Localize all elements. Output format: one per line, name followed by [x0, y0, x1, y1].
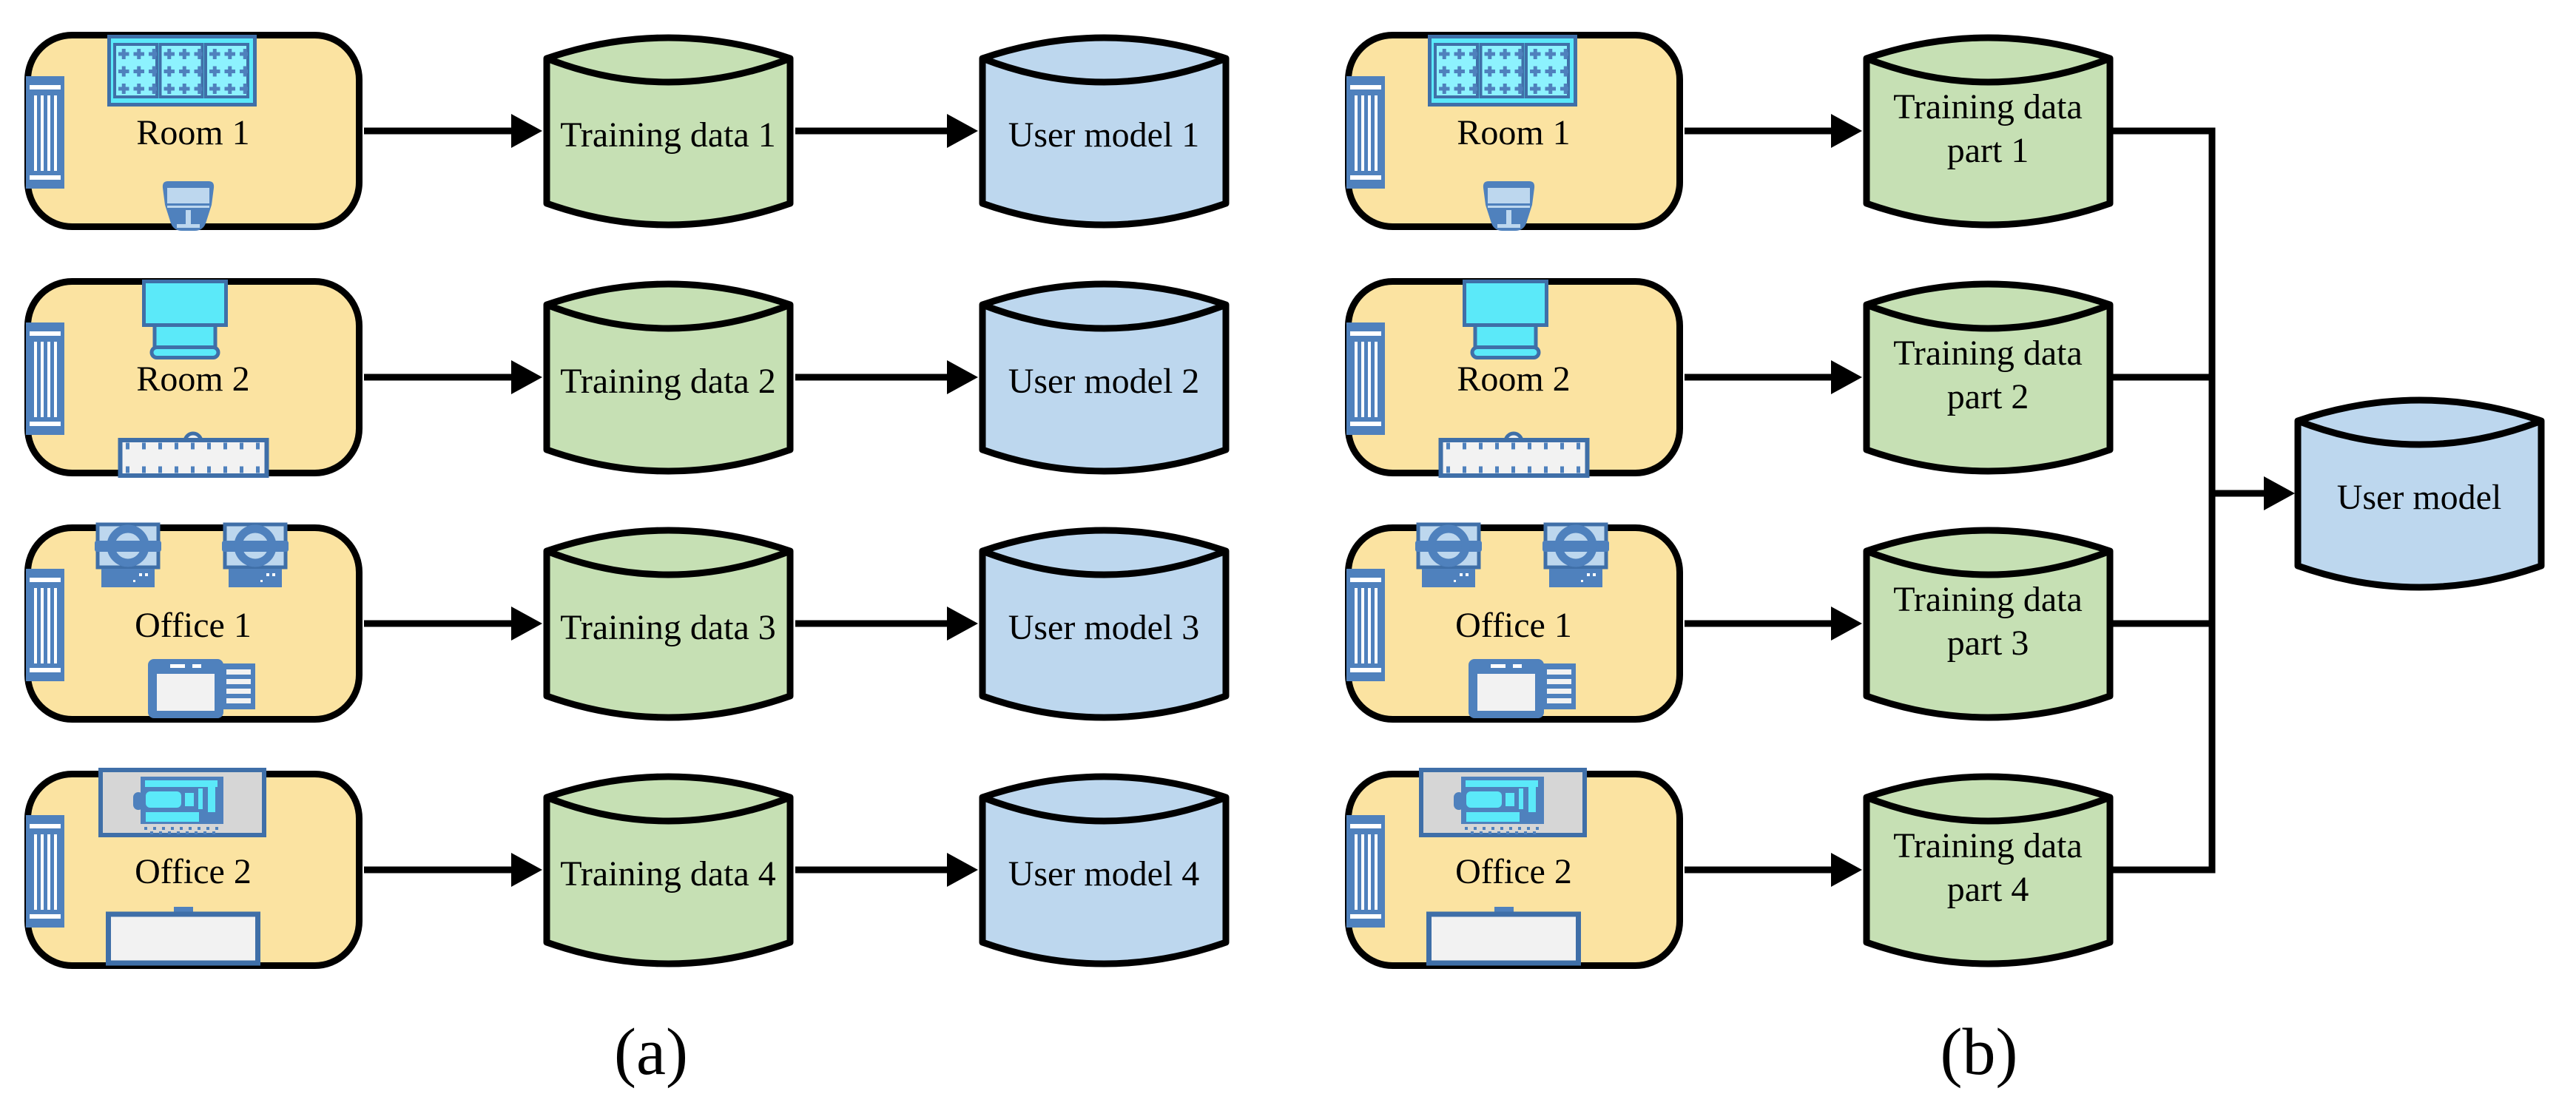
panel-a-row-4: Office 2 Training data 4 User model 4	[26, 770, 1226, 966]
user-model-node: User model 2	[982, 284, 1226, 471]
caption-a: (a)	[614, 1016, 688, 1089]
training-data-label-line1: Training data	[1893, 334, 2083, 373]
arrow-head-icon	[1831, 360, 1862, 394]
room-node: Office 1	[1346, 524, 1680, 720]
panel-a-row-2: Room 2 Training data 2 User model 2	[26, 282, 1226, 476]
room-label: Office 2	[1455, 852, 1572, 891]
training-data-node: Training data 1	[547, 38, 790, 225]
arrow-head-icon	[1831, 114, 1862, 148]
room-node: Office 1	[26, 524, 360, 720]
user-model-node: User model 3	[982, 530, 1226, 717]
room-label: Office 1	[1455, 606, 1572, 645]
training-data-label: Training data 2	[560, 362, 776, 401]
training-data-label-line2: part 1	[1947, 131, 2029, 170]
training-data-node: Training data part 2	[1867, 284, 2110, 471]
panel-b-row-1: Room 1 Training data part 1	[1346, 36, 2216, 232]
training-data-label-line1: Training data	[1893, 87, 2083, 126]
room-label: Room 2	[136, 359, 249, 399]
training-data-label-line2: part 4	[1947, 870, 2029, 909]
user-model-label: User model 1	[1008, 115, 1200, 155]
training-data-label: Training data 4	[560, 854, 776, 894]
user-model-node: User model	[2298, 400, 2541, 587]
user-model-label: User model	[2337, 478, 2502, 517]
training-data-label-line1: Training data	[1893, 826, 2083, 865]
user-model-node: User model 4	[982, 777, 1226, 964]
training-data-node: Training data part 3	[1867, 530, 2110, 717]
panel-a-row-1: Room 1 Training data 1 User model 1	[26, 36, 1226, 232]
training-data-node: Training data 2	[547, 284, 790, 471]
training-data-node: Training data part 4	[1867, 777, 2110, 964]
training-data-label-line2: part 2	[1947, 377, 2029, 416]
panel-b-row-2: Room 2 Training data part 2	[1346, 282, 2216, 476]
training-data-node: Training data 4	[547, 777, 790, 964]
arrow-head-icon	[511, 114, 542, 148]
room-label: Office 2	[135, 852, 252, 891]
room-node: Office 2	[26, 770, 360, 966]
training-data-node: Training data part 1	[1867, 38, 2110, 225]
user-model-node: User model 1	[982, 38, 1226, 225]
arrow-head-icon	[511, 853, 542, 887]
arrow-head-icon	[947, 853, 978, 887]
arrow-head-icon	[1831, 607, 1862, 641]
room-label: Room 2	[1457, 359, 1570, 399]
room-label: Room 1	[136, 113, 249, 152]
user-model-label: User model 4	[1008, 854, 1200, 894]
room-node: Room 1	[26, 36, 360, 232]
arrow-head-icon	[1831, 853, 1862, 887]
arrow-head-icon	[947, 360, 978, 394]
room-node: Room 2	[26, 282, 360, 476]
panel-a-row-3: Office 1 Training data 3 User model 3	[26, 524, 1226, 720]
room-label: Room 1	[1457, 113, 1570, 152]
training-data-label: Training data 3	[560, 608, 776, 647]
panel-a: Room 1 Training data 1 User model 1 Room…	[26, 36, 1226, 1089]
panel-b-row-4: Office 2 Training data part 4	[1346, 770, 2216, 966]
training-data-node: Training data 3	[547, 530, 790, 717]
room-node: Office 2	[1346, 770, 1680, 966]
user-model-label: User model 2	[1008, 362, 1200, 401]
user-model-label: User model 3	[1008, 608, 1200, 647]
arrow-head-icon	[511, 360, 542, 394]
arrow-head-icon	[511, 607, 542, 641]
panel-b-row-3: Office 1 Training data part 3	[1346, 524, 2216, 720]
training-data-label-line2: part 3	[1947, 624, 2029, 663]
panel-b: Room 1 Training data part 1 Room 2 Trai	[1346, 36, 2541, 1089]
caption-b: (b)	[1941, 1016, 2018, 1089]
room-node: Room 2	[1346, 282, 1680, 476]
room-label: Office 1	[135, 606, 252, 645]
arrow-head-icon	[947, 607, 978, 641]
room-node: Room 1	[1346, 36, 1680, 232]
arrow-head-icon	[947, 114, 978, 148]
training-data-label-line1: Training data	[1893, 580, 2083, 619]
arrow-head-icon	[2264, 476, 2295, 510]
training-data-label: Training data 1	[560, 115, 776, 155]
